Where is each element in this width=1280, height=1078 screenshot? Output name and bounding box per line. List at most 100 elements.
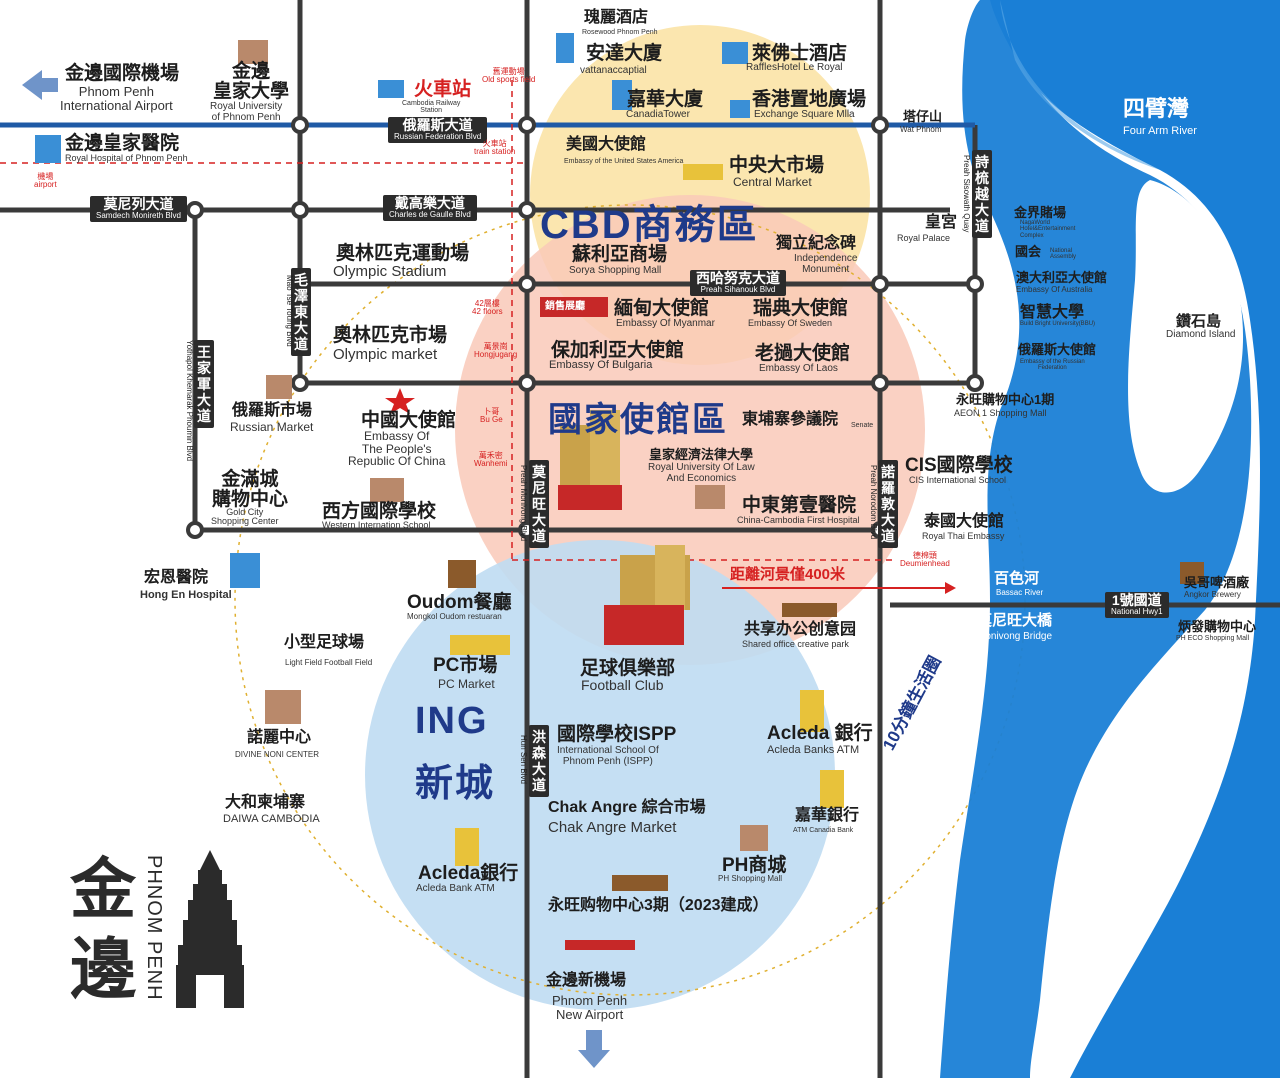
place-russian-embassy-en: Embassy of the Russian Federation: [1020, 359, 1085, 372]
ing-zone-line1: ING: [415, 700, 489, 742]
place-football-club-zh: 足球俱樂部: [580, 658, 676, 679]
four-arm-zh: 四臂灣: [1123, 96, 1190, 121]
place-royal-palace-zh: 皇宮: [925, 214, 958, 231]
place-railway-en: Cambodia Railway Station: [402, 100, 461, 115]
road-tag-wangjia: 王家軍大道: [194, 340, 214, 429]
place-us-embassy-en: Embassy of the United States America: [564, 158, 684, 165]
place-watphnom-en: Wat Phnom: [900, 125, 942, 134]
place-phmall-zh: PH商城: [722, 855, 787, 876]
place-us-embassy-zh: 美國大使館: [566, 136, 647, 153]
arrow-left-icon: [22, 70, 58, 100]
place-aeon3-zh: 永旺购物中心3期（2023建成）: [548, 897, 769, 914]
place-sharedoffice-zh: 共享办公创意园: [744, 621, 857, 638]
place-rosewood-en: Rosewood Phnom Penh: [582, 29, 658, 36]
place-hongen-en: Hong En Hospital: [140, 589, 232, 601]
road-maotse-en: Mao Tse Toung Blvd: [285, 275, 294, 347]
place-pheco-en: PH ECO Shopping Mall: [1176, 635, 1250, 642]
place-canadia-zh: 嘉華大廈: [627, 89, 704, 110]
arrow-down-icon: [578, 1030, 610, 1068]
building-icons: [35, 33, 1204, 950]
place-noni-en: DIVINE NONI CENTER: [235, 750, 320, 759]
place-myanmar-en: Embassy Of Myanmar: [616, 318, 715, 329]
place-bbu-zh: 智慧大學: [1020, 304, 1085, 321]
place-rule-en: Royal University Of Law And Economics: [648, 462, 755, 484]
place-daiwa-zh: 大和柬埔寨: [225, 794, 306, 811]
city-name-zh1: 金: [70, 852, 136, 926]
place-western-school-en: Western Internation School: [322, 520, 431, 530]
road-tag-sisowath: 詩梳越大道: [972, 150, 992, 239]
place-sorya-zh: 蘇利亞商場: [572, 244, 668, 265]
place-olympic-stadium-en: Olympic Stadium: [333, 263, 447, 280]
place-football-club-en: Football Club: [581, 677, 664, 693]
place-exchange-zh: 香港置地廣場: [752, 89, 867, 110]
place-canadia-bank-en: ATM Canadia Bank: [793, 827, 854, 834]
place-rupp-en: Royal University of Phnom Penh: [210, 101, 283, 123]
bassac-en: Bassac River: [996, 588, 1044, 597]
river-light: [1000, 0, 1160, 170]
sales-gallery-tag: 銷售展廳: [545, 301, 585, 312]
place-myanmar-zh: 緬甸大使館: [614, 298, 710, 319]
ing-zone-line2: 新城: [415, 763, 496, 805]
place-western-school-zh: 西方國際學校: [322, 501, 437, 522]
arrowhead: [945, 582, 956, 594]
monivong-bridge-en: Monivong Bridge: [977, 631, 1053, 642]
place-angkor-brewery-en: Angkor Brewery: [1184, 590, 1241, 599]
place-nagaworld-en: NagaWorld Hotel&Entertainment Complex: [1020, 220, 1076, 239]
place-ispp-zh: 國際學校ISPP: [557, 724, 677, 745]
cbd-zone-label: CBD商務區: [540, 203, 759, 247]
place-sweden-en: Embassy Of Sweden: [748, 318, 833, 328]
place-acleda2-en: Acleda Bank ATM: [416, 883, 495, 894]
city-name-en: PHNOM PENH: [143, 855, 165, 1001]
place-newairport-zh: 金邊新機場: [546, 972, 627, 989]
place-sweden-zh: 瑞典大使館: [753, 298, 849, 319]
place-russian-embassy-zh: 俄羅斯大使館: [1018, 342, 1097, 357]
place-vattanac-zh: 安達大廈: [586, 43, 663, 64]
place-chakangre-en: Chak Angre Market: [548, 819, 677, 836]
road-sisowath-en: Preah Sisowath Quay: [962, 155, 971, 233]
place-china-embassy-zh: 中國大使館: [361, 410, 457, 431]
place-bulgaria-en: Embassy Of Bulgaria: [549, 359, 653, 371]
road-tag-monivong: 莫尼旺大道: [529, 460, 549, 549]
place-royal-hospital-zh: 金邊皇家醫院: [65, 133, 180, 154]
place-rupp-zh: 金邊 皇家大學: [213, 61, 290, 102]
place-olympic-market-zh: 奧林匹克市場: [333, 325, 448, 346]
place-goldcity-zh: 金滿城 購物中心: [212, 469, 289, 510]
place-vattanac-en: vattanaccaptial: [580, 65, 647, 76]
place-australia-en: Embassy Of Australia: [1016, 285, 1093, 294]
road-wangjia-en: Yothapol Khemarak Phoumin Blvd: [185, 340, 194, 462]
place-central-market-zh: 中央大市場: [729, 155, 825, 176]
place-canadia-bank-zh: 嘉華銀行: [795, 807, 860, 824]
place-goldcity-en: Gold City Shopping Center: [211, 507, 279, 527]
place-lightfield-zh: 小型足球場: [284, 634, 365, 651]
place-exchange-en: Exchange Square Mlla: [754, 109, 855, 120]
place-phmall-en: PH Shopping Mall: [718, 874, 783, 883]
place-nagaworld-zh: 金界賭場: [1014, 205, 1067, 220]
place-pcmarket-zh: PC市場: [433, 655, 498, 676]
place-airport-en: Phnom Penh International Airport: [60, 84, 173, 113]
place-acleda2-zh: Acleda銀行: [418, 863, 519, 884]
place-railway-zh: 火車站: [414, 79, 472, 100]
place-rule-zh: 皇家經濟法律大學: [649, 447, 754, 462]
road-tag-norodom: 諾羅敦大道: [878, 460, 898, 549]
place-china-hospital-zh: 中東第壹醫院: [742, 495, 857, 516]
city-name-zh2: 邊: [70, 932, 136, 1006]
place-bulgaria-zh: 保加利亞大使館: [551, 340, 685, 361]
place-independence-zh: 獨立紀念碑: [776, 235, 857, 252]
road-monivong-en: Preah Monivong Blvd: [519, 465, 528, 542]
place-aeon1-en: AEON 1 Shopping Mall: [954, 408, 1047, 418]
place-pheco-zh: 炳發購物中心: [1178, 619, 1257, 634]
place-royal-hospital-en: Royal Hospital of Phnom Penh: [65, 153, 188, 163]
monivong-bridge-zh: 莫尼旺大橋: [977, 612, 1053, 629]
place-bbu-en: Build Bright University(BBU): [1020, 321, 1096, 327]
place-rosewood-zh: 瑰麗酒店: [584, 9, 649, 26]
place-oudom-en: Mongkol Oudom restuaran: [407, 612, 502, 621]
ing-zone-circle: [365, 540, 835, 1010]
